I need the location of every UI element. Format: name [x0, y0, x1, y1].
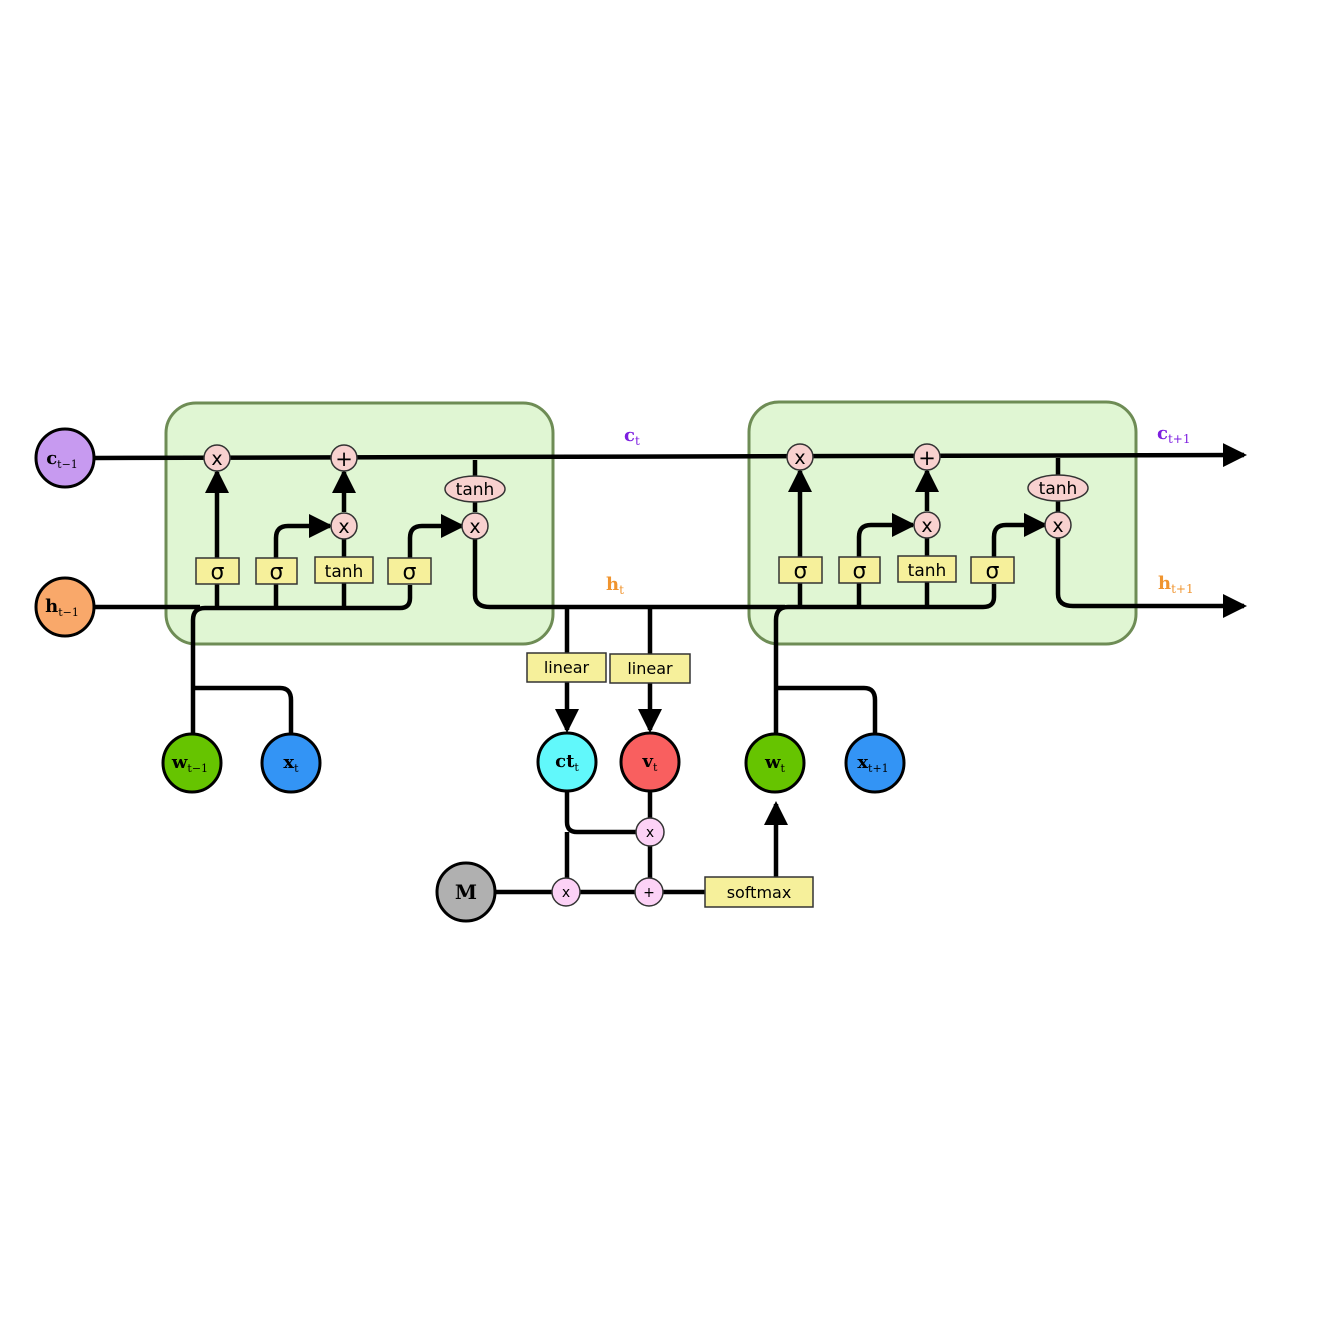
gate-label: σ: [853, 559, 867, 584]
add-op: +: [330, 444, 358, 472]
node-h-prev: ht−1: [34, 576, 96, 638]
tanh-oval: tanh: [1027, 474, 1089, 502]
op-symbol: x: [469, 516, 480, 538]
candidate-gate-box: tanh: [314, 556, 374, 584]
cell-1-components: σ σ tanh σ x + x x: [195, 444, 506, 585]
output-multiply-op: x: [1044, 511, 1072, 539]
op-symbol: +: [918, 446, 936, 470]
tanh-oval: tanh: [444, 475, 506, 503]
node-x-t1: xt+1: [844, 732, 906, 794]
cell-state-label-ct1: ct+1: [1157, 423, 1190, 446]
gate-label: σ: [794, 559, 808, 584]
hidden-state-label-ht: ht: [606, 574, 624, 597]
output-gate-box: σ: [387, 557, 432, 585]
forget-multiply-op: x: [203, 444, 231, 472]
linear-label: linear: [627, 659, 673, 678]
linear-box-left: linear: [526, 652, 607, 683]
cell-2-components: σ σ tanh σ x + x x: [778, 443, 1089, 584]
op-symbol: x: [646, 825, 654, 841]
softmax-label: softmax: [727, 883, 792, 902]
add-op: +: [913, 443, 941, 471]
attention-multiply-op-upper: x: [635, 817, 665, 847]
gate-label: σ: [270, 560, 284, 585]
svg-text:wt−1: wt−1: [171, 752, 208, 775]
softmax-box: softmax: [704, 876, 814, 908]
output-gate-box: σ: [970, 556, 1015, 584]
memory-multiply-op: x: [551, 877, 581, 907]
svg-text:xt+1: xt+1: [857, 752, 888, 775]
op-symbol: +: [335, 447, 353, 471]
state-labels: ct ct+1 ht ht+1: [606, 423, 1194, 597]
op-symbol: x: [338, 516, 349, 538]
svg-text:xt: xt: [283, 752, 299, 775]
svg-text:wt: wt: [764, 752, 786, 775]
svg-text:ctt: ctt: [555, 751, 579, 774]
hidden-state-label-ht1: ht+1: [1158, 573, 1194, 596]
cell-state-label-ct: ct: [624, 425, 640, 448]
candidate-gate-box: tanh: [897, 555, 957, 583]
input-multiply-op: x: [913, 511, 941, 539]
gate-label: σ: [986, 559, 1000, 584]
tanh-label: tanh: [1039, 479, 1078, 499]
svg-text:M: M: [455, 880, 477, 904]
op-symbol: x: [562, 885, 570, 901]
op-symbol: x: [211, 448, 222, 470]
gate-label: σ: [403, 560, 417, 585]
input-gate-box: σ: [255, 557, 298, 585]
input-gate-box: σ: [838, 556, 881, 584]
node-memory-M: M: [435, 861, 497, 923]
forget-gate-box: σ: [778, 556, 823, 584]
node-ct-t: ctt: [536, 731, 598, 793]
svg-text:ct−1: ct−1: [46, 448, 78, 471]
forget-gate-box: σ: [195, 557, 240, 585]
gate-label: σ: [211, 560, 225, 585]
node-w-t: wt: [744, 732, 806, 794]
output-multiply-op: x: [461, 512, 489, 540]
memory-add-op: +: [634, 877, 664, 907]
input-multiply-op: x: [330, 512, 358, 540]
node-x-t: xt: [260, 732, 322, 794]
gate-label: tanh: [325, 562, 364, 582]
tanh-label: tanh: [456, 480, 495, 500]
gate-label: tanh: [908, 561, 947, 581]
wires: [94, 443, 1247, 895]
svg-text:ht−1: ht−1: [45, 596, 79, 619]
op-symbol: +: [643, 885, 655, 901]
svg-text:vt: vt: [642, 751, 658, 774]
op-symbol: x: [1052, 515, 1063, 537]
op-symbol: x: [921, 515, 932, 537]
linear-box-right: linear: [609, 653, 691, 684]
node-c-prev: ct−1: [34, 427, 96, 489]
node-v-t: vt: [619, 731, 681, 793]
forget-multiply-op: x: [786, 443, 814, 471]
linear-label: linear: [544, 658, 590, 677]
node-w-prev: wt−1: [161, 732, 223, 794]
op-symbol: x: [794, 447, 805, 469]
